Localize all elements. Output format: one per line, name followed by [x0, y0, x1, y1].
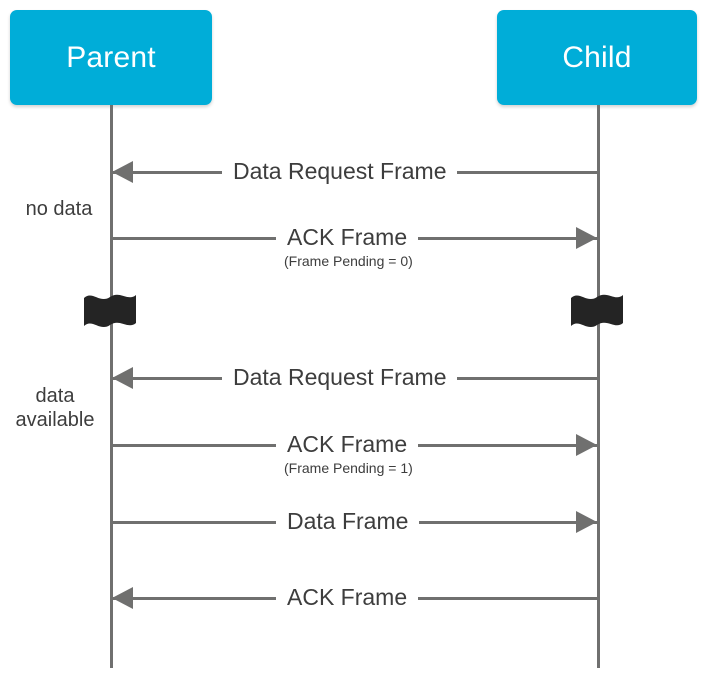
- message-sublabel-4: (Frame Pending = 1): [284, 460, 413, 476]
- actor-label-child: Child: [562, 40, 632, 74]
- message-arrowhead-1: [112, 161, 133, 183]
- message-label-5: Data Frame: [276, 510, 420, 533]
- message-label-2: ACK Frame: [276, 226, 419, 249]
- break-flag-icon: [84, 294, 136, 328]
- actor-label-parent: Parent: [66, 40, 156, 74]
- message-sublabel-2: (Frame Pending = 0): [284, 253, 413, 269]
- message-label-3: Data Request Frame: [222, 366, 458, 389]
- message-arrowhead-4: [576, 434, 597, 456]
- lifeline-break-icon-child: [569, 290, 625, 332]
- break-flag-icon: [571, 294, 623, 328]
- lifeline-parent: [110, 105, 113, 668]
- note-data-available: data available: [15, 385, 95, 431]
- message-arrowhead-2: [576, 227, 597, 249]
- actor-box-parent[interactable]: Parent: [10, 10, 212, 105]
- message-arrowhead-6: [112, 587, 133, 609]
- lifeline-child: [597, 105, 600, 668]
- note-no-data: no data: [25, 198, 93, 220]
- message-label-1: Data Request Frame: [222, 160, 458, 183]
- message-label-4: ACK Frame: [276, 433, 419, 456]
- message-arrowhead-3: [112, 367, 133, 389]
- actor-box-child[interactable]: Child: [497, 10, 697, 105]
- message-arrowhead-5: [576, 511, 597, 533]
- message-label-6: ACK Frame: [276, 586, 419, 609]
- lifeline-break-icon-parent: [82, 290, 138, 332]
